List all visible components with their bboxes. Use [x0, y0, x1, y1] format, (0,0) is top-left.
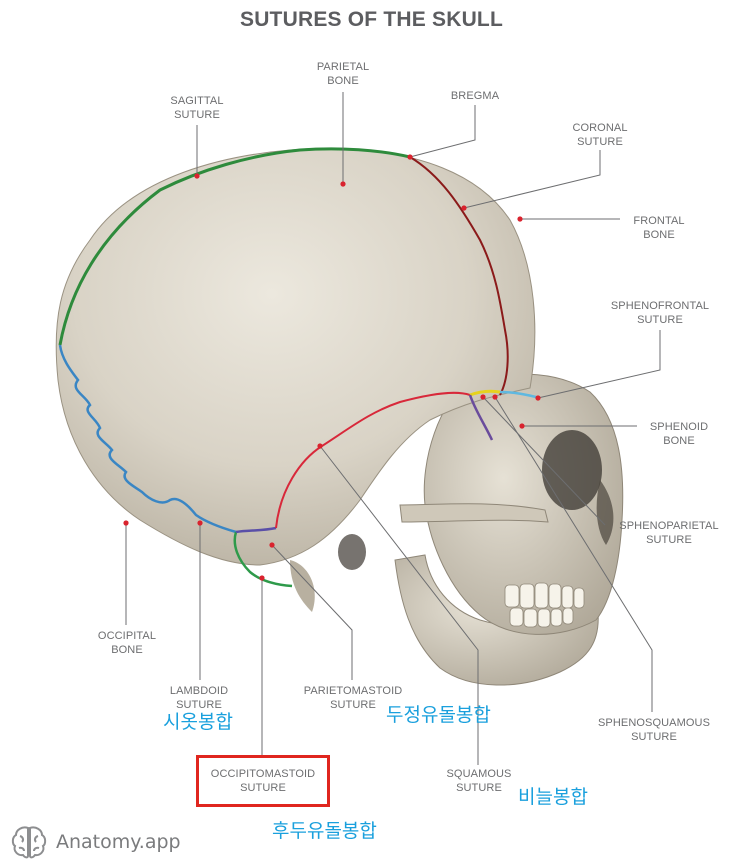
sphenoparietal-suture-line: [469, 389, 501, 397]
label-bregma: BREGMA: [450, 90, 500, 102]
point-sagittal-suture: [194, 173, 200, 179]
korean-squamous: 비늘봉합: [518, 786, 588, 808]
leader-sphenosquamous-suture: [494, 396, 653, 712]
leader-sphenoparietal-suture: [482, 396, 606, 526]
korean-parietomastoid: 두정유돌봉합: [386, 704, 491, 726]
sagittal-suture-line: [58, 147, 411, 346]
point-bregma: [407, 154, 413, 160]
point-sphenosquamous-suture: [492, 394, 498, 400]
leader-sphenofrontal-suture: [537, 330, 661, 399]
leader-coronal-suture: [463, 150, 601, 209]
brand: Anatomy.app: [10, 822, 181, 862]
point-occipital-bone: [123, 520, 129, 526]
coronal-suture-line: [409, 156, 509, 396]
zygomatic-arch: [399, 503, 549, 523]
mastoid-process: [290, 560, 315, 612]
skull-illustration: [55, 147, 624, 686]
point-coronal-suture: [461, 205, 467, 211]
parietomastoid-suture-line: [235, 526, 277, 534]
nasal-cavity: [596, 480, 614, 545]
mandible: [394, 554, 599, 686]
point-parietomastoid-suture: [269, 542, 275, 548]
point-sphenoparietal-suture: [480, 394, 486, 400]
squamous-suture-line: [275, 391, 471, 529]
brain-logo-icon: [11, 826, 47, 859]
lambdoid-suture-line: [58, 344, 237, 534]
leader-squamous-suture: [319, 445, 479, 765]
leader-bregma: [409, 105, 476, 158]
leader-parietomastoid-suture: [271, 544, 353, 680]
highlight-box: [196, 755, 330, 807]
orbit: [542, 430, 602, 510]
ear-canal: [338, 534, 366, 570]
brand-name: Anatomy.app: [56, 831, 181, 853]
leader-lines: [125, 92, 661, 765]
sphenosquamous-suture-line: [468, 394, 494, 441]
page-title: SUTURES OF THE SKULL: [239, 8, 503, 31]
korean-occipitomastoid: 후두유돌봉합: [272, 820, 377, 842]
point-lambdoid-suture: [197, 520, 203, 526]
point-sphenoid-bone: [519, 423, 525, 429]
marker-points: [123, 154, 541, 581]
point-sphenofrontal-suture: [535, 395, 541, 401]
point-squamous-suture: [317, 443, 323, 449]
point-occipitomastoid-suture: [259, 575, 265, 581]
point-parietal-bone: [340, 181, 346, 187]
korean-lambdoid: 시옷봉합: [163, 711, 233, 733]
occipitomastoid-suture-line: [233, 531, 293, 588]
point-frontal-bone: [517, 216, 523, 222]
teeth: [504, 582, 585, 628]
